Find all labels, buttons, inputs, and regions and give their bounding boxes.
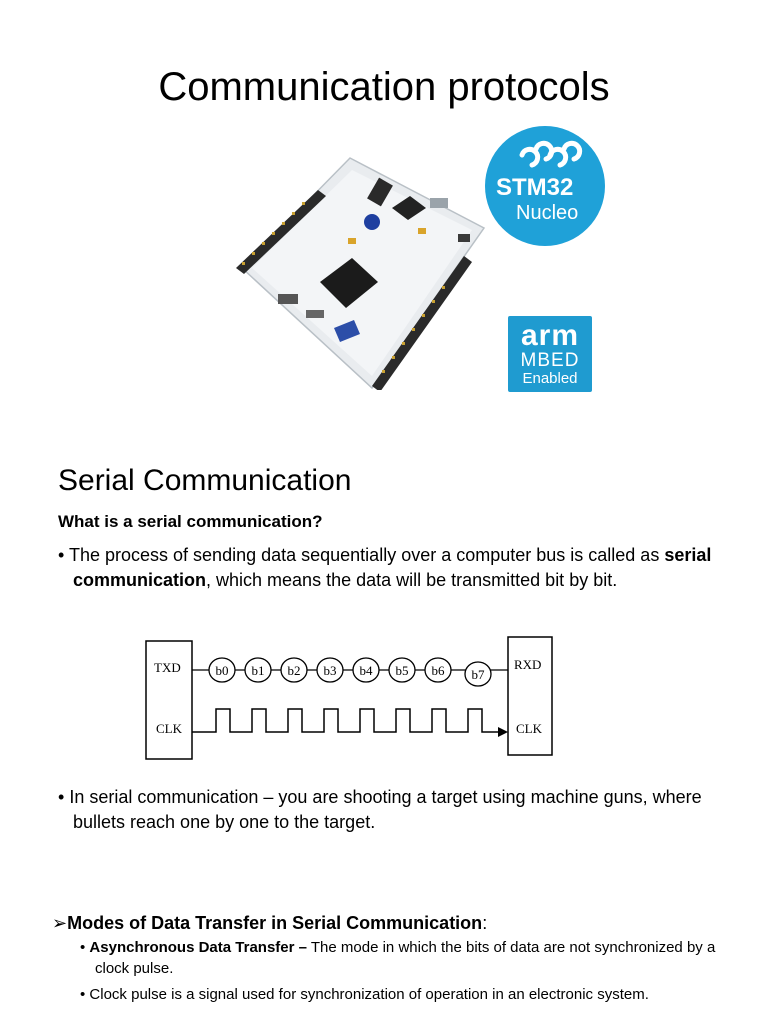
bullet2-text: In serial communication – you are shooti… [69, 787, 702, 832]
bit-circle [352, 657, 380, 683]
bullet1-text-a: The process of sending data sequentially… [68, 545, 665, 565]
modes-heading-text: Modes of Data Transfer in Serial Communi… [67, 913, 483, 933]
txd-label: TXD [154, 660, 181, 675]
bullet-analogy: • In serial communication – you are shoo… [58, 787, 702, 832]
bit-circle [424, 657, 452, 683]
stm32-nucleo-logo: STM32 Nucleo [485, 126, 605, 246]
bit-circle [208, 657, 236, 683]
mode-item-clock: • Clock pulse is a signal used for synch… [80, 986, 649, 1003]
page-title: Communication protocols [158, 65, 610, 109]
modes-heading-colon: : [482, 913, 488, 933]
bit-label: b7 [472, 667, 486, 682]
bit-label: b6 [432, 663, 446, 678]
txd-box [145, 640, 193, 760]
clock-arrow-head [498, 727, 508, 737]
clk-right-label: CLK [516, 721, 543, 736]
rxd-label: RXD [514, 657, 541, 672]
mode-item-async-title: Asynchronous Data Transfer – [89, 939, 307, 956]
bit-circle [464, 661, 492, 687]
bit-sequence: b0 b1 b2 b3 b4 b5 b6 b7 [208, 657, 492, 687]
clk-left-label: CLK [156, 721, 183, 736]
bit-label: b5 [396, 663, 409, 678]
bullet-definition: • The process of sending data sequential… [58, 545, 712, 590]
mode-item-async-text: The mode in which the bits of data are n… [95, 939, 716, 977]
bullet1-bold: serial communication [73, 545, 712, 590]
mode-item-async: • Asynchronous Data Transfer – The mode … [80, 939, 716, 977]
bit-circle [244, 657, 272, 683]
section-question: What is a serial communication? [58, 512, 323, 531]
nucleo-board-image [236, 157, 486, 390]
arrow-bullet-icon: ➢ [52, 913, 68, 933]
rxd-box [507, 636, 553, 756]
bit-circle [280, 657, 308, 683]
bit-circle [316, 657, 344, 683]
bit-label: b1 [252, 663, 265, 678]
bit-label: b0 [216, 663, 229, 678]
section-title: Serial Communication [58, 464, 352, 497]
stm-logo-line2: Nucleo [516, 202, 578, 224]
bit-label: b2 [288, 663, 301, 678]
stm-logo-line1: STM32 [496, 174, 573, 201]
mode-item-clock-text: Clock pulse is a signal used for synchro… [89, 986, 649, 1003]
arm-mbed-logo: arm MBED Enabled [508, 316, 592, 392]
arm-logo-line3: Enabled [522, 370, 578, 387]
bullet1-text-b: , which means the data will be transmitt… [206, 570, 618, 590]
arm-logo-line2: MBED [520, 350, 580, 371]
clock-signal [192, 708, 506, 733]
modes-heading: ➢Modes of Data Transfer in Serial Commun… [52, 911, 487, 935]
bit-circle [388, 657, 416, 683]
bit-label: b3 [324, 663, 337, 678]
arm-logo-word: arm [520, 319, 580, 352]
bit-label: b4 [360, 663, 374, 678]
serial-diagram: TXD CLK RXD CLK b0 b1 b2 b3 b4 b5 b6 b7 [145, 636, 553, 760]
